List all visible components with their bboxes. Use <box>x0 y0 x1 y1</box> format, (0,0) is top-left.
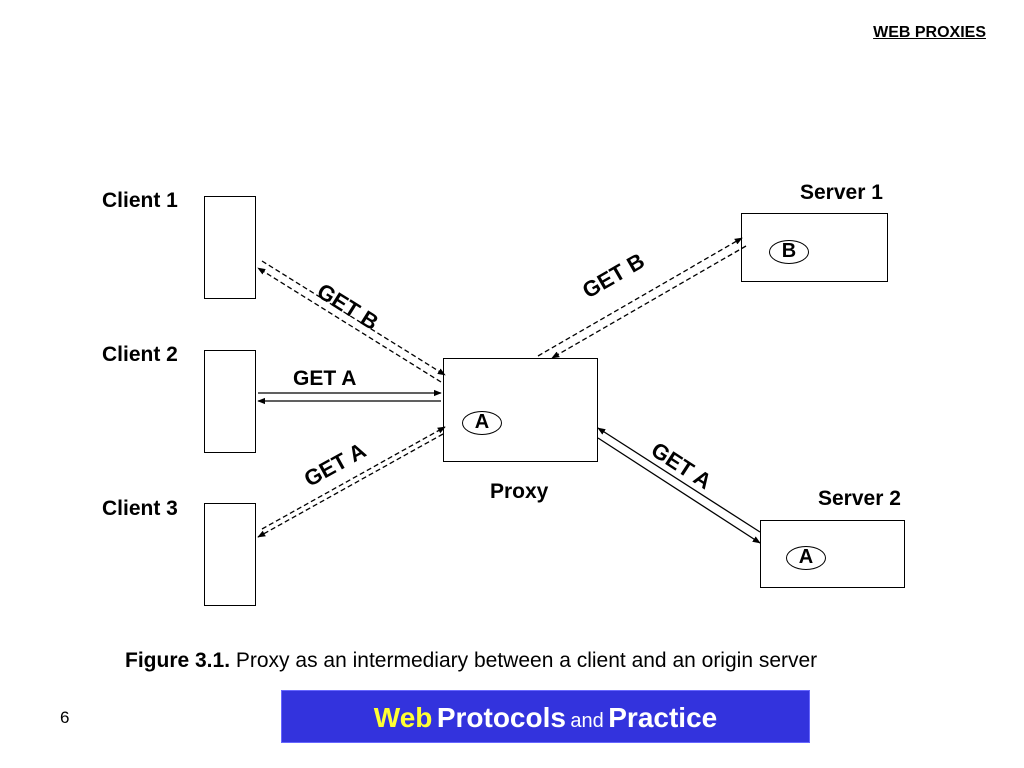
client-2-box <box>204 350 256 453</box>
client-3-box <box>204 503 256 606</box>
arrow-proxy-to-server1 <box>537 237 743 357</box>
page-number: 6 <box>60 708 70 727</box>
arrow-proxy-to-client1 <box>257 267 442 383</box>
footer-banner-protocols: Protocols <box>436 702 566 733</box>
figure-caption-number: Figure 3.1. <box>125 649 231 672</box>
arrow-proxy-to-client3 <box>257 433 444 538</box>
server-1-box <box>741 213 888 282</box>
proxy-label: Proxy <box>490 480 549 503</box>
arrow-server2-to-proxy <box>597 427 761 533</box>
footer-banner-and: and <box>570 710 604 732</box>
arrow-client1-to-proxy <box>261 260 446 376</box>
server-1-label: Server 1 <box>800 181 883 204</box>
client-1-label: Client 1 <box>102 189 178 212</box>
client-2-label: Client 2 <box>102 343 178 366</box>
arrow-client3-to-proxy <box>261 426 446 530</box>
figure-caption: Figure 3.1. Proxy as an intermediary bet… <box>125 649 817 673</box>
server-2-label: Server 2 <box>818 487 901 510</box>
arrow-proxy-to-server2 <box>597 437 761 544</box>
client-1-box <box>204 196 256 299</box>
footer-banner-practice: Practice <box>608 702 718 733</box>
proxy-box <box>443 358 598 462</box>
proxy-cache-item: A <box>462 411 502 435</box>
client-3-label: Client 3 <box>102 497 178 520</box>
server-2-resource: A <box>786 546 826 570</box>
server-2-box <box>760 520 905 588</box>
server-1-resource: B <box>769 240 809 264</box>
arrow-server1-to-proxy <box>551 245 747 359</box>
footer-banner: Web Protocols and Practice <box>281 690 810 743</box>
footer-banner-web: Web <box>373 702 433 733</box>
figure-caption-text: Proxy as an intermediary between a clien… <box>235 649 818 672</box>
request-label-client2-proxy: GET A <box>293 367 357 390</box>
slide-header-title: WEB PROXIES <box>873 24 986 41</box>
